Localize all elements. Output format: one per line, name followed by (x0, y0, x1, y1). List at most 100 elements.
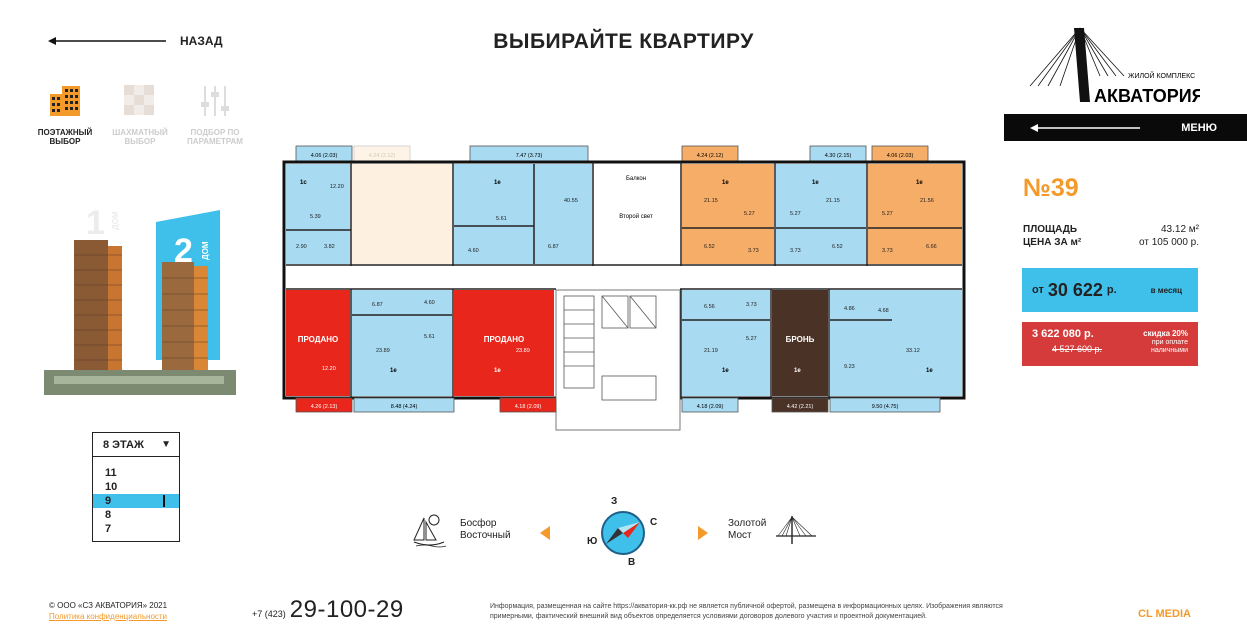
room-area: 3.82 (324, 244, 335, 250)
room-area: 23.89 (516, 348, 530, 354)
floor-selector[interactable]: 8 ЭТАЖ ▼ 11 10 9 8 7 (92, 432, 180, 542)
stair-core (555, 289, 681, 431)
bridge-icon (776, 516, 816, 544)
apartment-top-1[interactable] (286, 164, 350, 264)
building-icon (50, 86, 80, 116)
room-area: 3.73 (882, 248, 893, 254)
house1-number[interactable]: 1 (86, 204, 105, 242)
apt-code: 1е (926, 368, 933, 374)
mode-label-2: ВЫБОР (49, 137, 81, 146)
compass-west: Ю (587, 536, 598, 547)
akvatoriya-logo: ЖИЛОЙ КОМПЛЕКС АКВАТОРИЯ (1029, 27, 1200, 106)
mode-param-select[interactable]: ПОДБОР ПО ПАРАМЕТРАМ (180, 84, 250, 146)
room-area: 3.73 (746, 302, 757, 308)
mode-floor-select[interactable]: ПОЭТАЖНЫЙ ВЫБОР (30, 84, 100, 146)
room-area: 21.15 (704, 198, 718, 204)
menu-label: МЕНЮ (1181, 121, 1217, 134)
rotate-left-icon[interactable] (540, 526, 550, 540)
compass-east: С (650, 517, 658, 528)
arrow-left-icon (48, 37, 166, 45)
developer-brand[interactable]: CL MEDIA (1138, 608, 1191, 620)
direction-left-1: Босфор (460, 518, 497, 529)
apartment-bottom-6[interactable] (830, 290, 962, 396)
apartment-top-5[interactable] (776, 164, 866, 264)
logo-subtitle: ЖИЛОЙ КОМПЛЕКС (1128, 71, 1195, 80)
apartment-top-6[interactable] (868, 164, 962, 264)
balcony (771, 397, 829, 413)
room-area: 4.60 (424, 300, 435, 306)
direction-left-2: Восточный (460, 530, 511, 541)
price-m2-value: от 105 000 р. (1139, 237, 1199, 248)
room-area: 6.56 (704, 304, 715, 310)
phone-number: 29-100-29 (289, 596, 404, 623)
mode-chess-select[interactable]: ШАХМАТНЫЙ ВЫБОР (105, 84, 175, 146)
apt-code: 1с (300, 180, 307, 186)
apartment-top-4[interactable] (682, 164, 774, 264)
room-area: 21.15 (826, 198, 840, 204)
building-selector[interactable]: 1 ДОМ 2 ДОМ (44, 200, 236, 395)
phone-block[interactable]: +7 (423) 29-100-29 (252, 596, 404, 624)
balcony-area: 4.26 (2.13) (311, 404, 338, 410)
room-area: 40.55 (564, 198, 578, 204)
balcony-area: 4.30 (2.15) (825, 153, 852, 159)
room-area: 6.52 (832, 244, 843, 250)
apartment-bottom-2[interactable] (352, 290, 452, 396)
copyright-block: © ООО «СЗ АКВАТОРИЯ» 2021 Политика конфи… (49, 600, 167, 622)
apartment-top-3[interactable] (454, 164, 592, 264)
discount-note-2: наличными (1150, 347, 1188, 354)
floor-option-7[interactable]: 7 (105, 523, 112, 535)
floor-option-10[interactable]: 10 (105, 481, 118, 493)
balcony (499, 397, 557, 413)
bay-sailboat-icon (413, 514, 447, 548)
sliders-icon (201, 86, 229, 116)
floor-option-9[interactable]: 9 (93, 494, 179, 508)
room-area: 6.66 (926, 244, 937, 250)
house1-label: ДОМ (111, 211, 120, 230)
mode-label-1: ПОДБОР ПО (190, 128, 240, 137)
floor-option-8[interactable]: 8 (105, 509, 112, 521)
back-link[interactable]: НАЗАД (48, 34, 223, 48)
apartment-sold-1[interactable] (286, 290, 350, 396)
room-area: 4.86 (844, 306, 855, 312)
balcony-area: 4.18 (2.09) (515, 404, 542, 410)
menu-button[interactable]: МЕНЮ (1004, 114, 1247, 141)
apartment-bottom-4[interactable] (682, 290, 770, 396)
current-floor: 8 ЭТАЖ (103, 438, 144, 451)
apt-code: 1е (812, 180, 819, 186)
mode-label-2: ПАРАМЕТРАМ (187, 137, 243, 146)
floor-option-label: 9 (105, 495, 112, 507)
apartment-number: №39 (1023, 174, 1079, 202)
room-area: 6.52 (704, 244, 715, 250)
apt-code: 1е (390, 368, 397, 374)
balcony-area: 8.48 (4.24) (391, 404, 418, 410)
arrow-left-icon (1030, 123, 1140, 132)
room-area: 5.27 (744, 211, 755, 217)
room-area: 4.60 (468, 248, 479, 254)
room-area: 6.87 (372, 302, 383, 308)
balcony-area: 4.42 (2.21) (787, 404, 814, 410)
room-area: 5.39 (310, 214, 321, 220)
apartment-sold-2[interactable] (454, 290, 554, 396)
house2-number[interactable]: 2 (174, 232, 193, 270)
room-area: 33.12 (906, 348, 920, 354)
compass-icon[interactable] (600, 510, 646, 556)
discount-badge: скидка 20% при оплате наличными (1143, 330, 1188, 355)
floor-dropdown[interactable]: 8 ЭТАЖ ▼ (93, 433, 179, 457)
room-area: 5.27 (882, 211, 893, 217)
room-area: 23.89 (376, 348, 390, 354)
chessboard-icon (124, 85, 154, 115)
house2-label: ДОМ (201, 241, 210, 260)
old-price: 4 527 600 р. (1052, 344, 1103, 354)
rotate-right-icon[interactable] (698, 526, 708, 540)
room-area: 5.61 (424, 334, 435, 340)
floor-option-11[interactable]: 11 (105, 467, 117, 479)
room-area: 5.27 (790, 211, 801, 217)
apartment-top-2[interactable] (352, 164, 452, 264)
scroll-thumb[interactable] (163, 495, 165, 507)
privacy-link[interactable]: Политика конфиденциальности (49, 612, 168, 621)
monthly-prefix: от (1032, 284, 1044, 296)
discount-value: 20% (1171, 329, 1188, 338)
balcony-area: 4.18 (2.09) (697, 404, 724, 410)
apt-code: 1е (722, 180, 729, 186)
apartment-reserved[interactable] (772, 290, 828, 396)
